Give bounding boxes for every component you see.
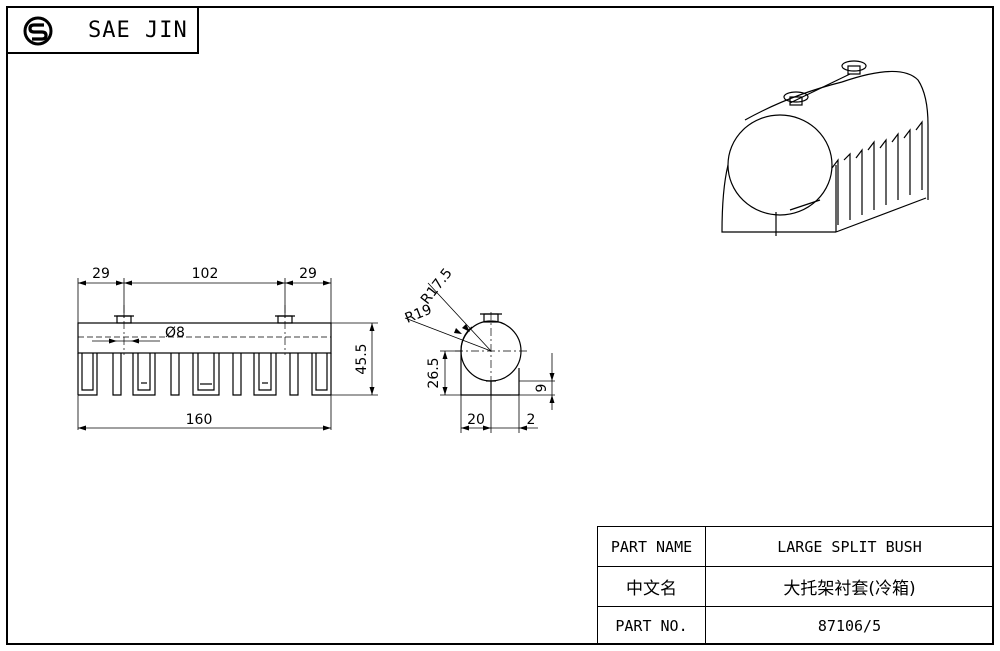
dim-center-height: 26.5 — [426, 357, 442, 388]
dim-height: 45.5 — [354, 343, 370, 374]
part-no-value: 87106/5 — [817, 617, 882, 635]
title-block-row-part-no: PART NO. 87106/5 — [598, 607, 993, 645]
dim-hole-diameter: Ø8 — [165, 325, 185, 341]
dim-left-end: 29 — [92, 266, 110, 282]
isometric-view — [721, 60, 929, 236]
company-name: SAE JIN — [88, 18, 188, 43]
dim-offset: 2 — [527, 412, 536, 428]
dim-right-end: 29 — [299, 266, 317, 282]
dim-half-width: 20 — [467, 412, 485, 428]
isometric-fins — [831, 120, 927, 233]
front-view — [77, 305, 332, 396]
dim-total-length: 160 — [186, 412, 213, 428]
part-name-value: LARGE SPLIT BUSH — [777, 537, 922, 556]
chinese-name-value: 大托架衬套(冷箱) — [783, 579, 916, 599]
chinese-name-label: 中文名 — [598, 567, 706, 606]
dim-middle: 102 — [192, 266, 219, 282]
title-block-row-part-name: PART NAME LARGE SPLIT BUSH — [598, 527, 993, 567]
drawing-frame — [6, 6, 994, 645]
title-block: PART NAME LARGE SPLIT BUSH 中文名 大托架衬套(冷箱)… — [597, 526, 994, 645]
dimension-arrows — [78, 280, 555, 431]
sj-logo-icon — [23, 16, 53, 46]
isometric-pins — [783, 60, 867, 106]
front-view-fins — [78, 353, 331, 396]
logo-box: SAE JIN — [6, 6, 199, 54]
dim-inner-radius: R17.5 — [418, 265, 456, 307]
title-block-row-chinese-name: 中文名 大托架衬套(冷箱) — [598, 567, 993, 607]
dim-base-height: 9 — [534, 384, 550, 393]
part-name-label: PART NAME — [598, 527, 706, 566]
front-view-pins — [114, 315, 295, 324]
dimension-lines — [77, 278, 555, 433]
part-no-label: PART NO. — [598, 607, 706, 645]
